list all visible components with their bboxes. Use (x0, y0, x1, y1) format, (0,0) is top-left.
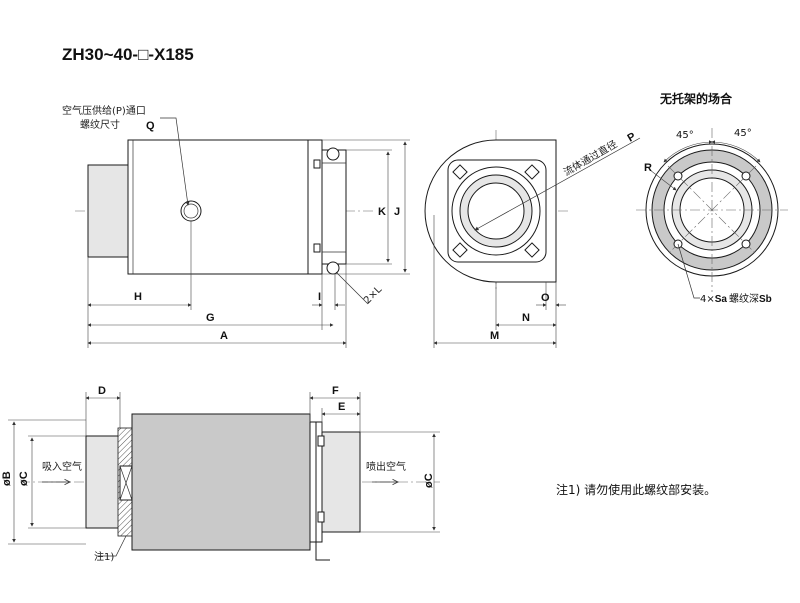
end-view: 流体通过直径 P M N O (424, 130, 641, 348)
fluid-letter-p: P (626, 131, 638, 145)
outlet-label: 喷出空气 (366, 460, 406, 473)
port-label-2: 螺纹尺寸 (80, 118, 120, 131)
fluid-label: 流体通过直径 (561, 137, 619, 178)
dia-c-left: øC (18, 471, 30, 486)
no-bracket-title: 无托架的场合 (659, 91, 733, 106)
dia-c-right: øC (423, 473, 435, 488)
radius-r: R (644, 162, 652, 174)
port-letter-q: Q (146, 120, 155, 132)
drawing-title: ZH30~40-□-X185 (62, 45, 194, 64)
end-view-bolts (452, 164, 540, 258)
dim-f: F (332, 385, 339, 397)
dim-d: D (98, 385, 106, 397)
dia-b: øB (1, 471, 13, 486)
dim-a: A (220, 330, 228, 342)
angle-45-left: 45° (676, 130, 694, 141)
note-ref: 注1) (94, 550, 114, 563)
port-label-1: 空气压供给(P)通口 (62, 104, 146, 117)
dim-h: H (134, 291, 142, 303)
bottom-section-view: øB øC 吸入空气 øC 喷出空气 D F E 注1) (1, 385, 440, 563)
dim-i: I (318, 291, 321, 303)
dim-g: G (206, 312, 215, 324)
inlet-label: 吸入空气 (42, 460, 82, 473)
dim-o: O (541, 292, 550, 304)
dim-2xl: 2×L (362, 284, 384, 306)
dim-e: E (338, 401, 345, 413)
dim-k: K (378, 206, 386, 218)
mounting-holes (673, 171, 751, 249)
dim-n: N (522, 312, 530, 324)
top-side-view: 空气压供给(P)通口 螺纹尺寸 Q K J 2×L H I G A (62, 104, 410, 348)
dim-m: M (490, 330, 499, 342)
note-text: 注1) 请勿使用此螺纹部安装。 (556, 482, 716, 497)
angle-45-right: 45° (734, 128, 752, 139)
dim-j: J (394, 206, 400, 218)
